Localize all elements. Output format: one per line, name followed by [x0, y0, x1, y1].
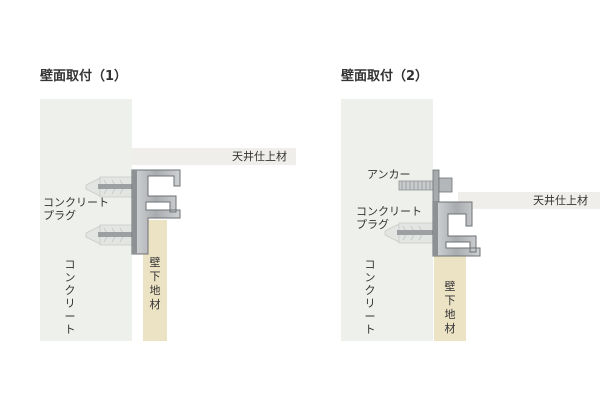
- wall-base-char: 材: [445, 321, 456, 335]
- concrete-label: コ ン ク リ ー ト: [65, 258, 76, 336]
- wall-base-char: 材: [150, 297, 161, 311]
- concrete-wall: [341, 99, 433, 341]
- concrete-char: ー: [365, 310, 376, 323]
- plug-label-line2: プラグ: [356, 217, 389, 231]
- concrete-char: ク: [365, 284, 376, 297]
- panel-wall-mount-1: 壁面取付（1） 天井仕上材 壁 下 地 材 コ ン ク リ ー ト: [40, 68, 296, 341]
- anchor-bolt: [398, 169, 453, 203]
- plug-label-line1: コンクリート: [356, 205, 422, 218]
- plug-label-line2: プラグ: [43, 208, 76, 222]
- screw-lower: [98, 232, 134, 237]
- screw-upper: [98, 184, 134, 189]
- concrete-wall: [40, 99, 132, 341]
- panel-wall-mount-2: 壁面取付（2） 天井仕上材 壁 下 地 材 コ ン ク リ ー ト: [341, 68, 600, 341]
- concrete-char: ト: [365, 323, 376, 336]
- panel-1-title: 壁面取付（1）: [40, 68, 127, 84]
- concrete-char: ン: [65, 271, 76, 284]
- ceiling-finish-board: [458, 192, 600, 209]
- screw-lower: [397, 230, 434, 235]
- concrete-char: コ: [65, 258, 76, 271]
- wall-base-char: 地: [445, 308, 456, 321]
- ceiling-finish-board: [132, 148, 296, 165]
- concrete-char: ー: [65, 310, 76, 323]
- rail-profile: [432, 201, 481, 257]
- wall-base-char: 壁: [445, 279, 456, 293]
- ceiling-finish-label: 天井仕上材: [232, 149, 287, 163]
- concrete-char: ン: [365, 271, 376, 284]
- concrete-char: ト: [65, 323, 76, 336]
- concrete-char: リ: [65, 297, 76, 310]
- concrete-char: コ: [365, 258, 376, 271]
- wall-base-label: 壁 下 地 材: [445, 279, 456, 335]
- ceiling-finish-label: 天井仕上材: [533, 193, 588, 207]
- panel-2-title: 壁面取付（2）: [341, 68, 428, 84]
- wall-base-board: [434, 256, 466, 341]
- concrete-label: コ ン ク リ ー ト: [365, 258, 376, 336]
- concrete-char: ク: [65, 284, 76, 297]
- plug-label-line1: コンクリート: [43, 196, 109, 209]
- wall-base-char: 下: [445, 294, 456, 307]
- wall-base-char: 壁: [150, 255, 161, 269]
- rail-profile: [131, 169, 181, 255]
- wall-base-char: 地: [150, 284, 161, 297]
- anchor-label: アンカー: [367, 168, 411, 181]
- concrete-char: リ: [365, 297, 376, 310]
- wall-base-char: 下: [150, 270, 161, 283]
- wall-base-label: 壁 下 地 材: [150, 255, 161, 311]
